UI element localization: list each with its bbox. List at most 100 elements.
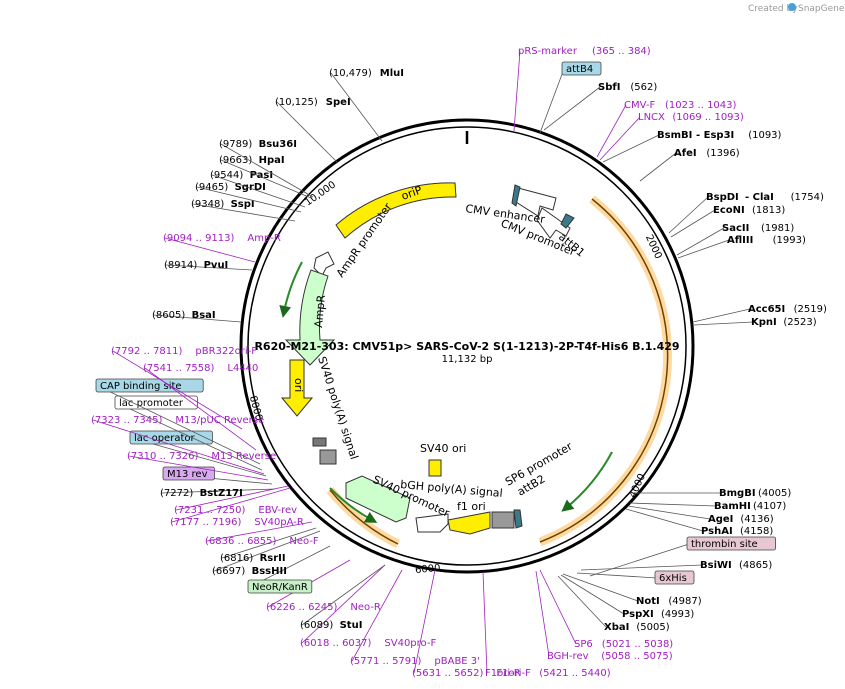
leader-line (677, 239, 730, 259)
site-name: SpeI (326, 97, 351, 108)
plasmid-size: 11,132 bp (442, 354, 493, 365)
site-name: Amp-R (247, 233, 281, 244)
leader-line (206, 521, 313, 542)
site-position: (4865) (739, 560, 772, 571)
site-position: (1396) (706, 148, 739, 159)
leader-line (676, 227, 725, 256)
site-lncx: LNCX(1069 .. 1093) (599, 112, 744, 161)
oriP-arrow (335, 182, 457, 239)
site-attb4: attB4 (539, 61, 602, 134)
label-f1-ori: f1 ori (457, 500, 486, 513)
sv40-polya-box (312, 437, 327, 447)
site-bsshii: (6697)BssHII (212, 530, 321, 577)
site-xbai: XbaI(5005) (557, 575, 670, 633)
leader-line (165, 264, 253, 271)
site-sv40pro-f: (6018 .. 6037)SV40pro-F (300, 564, 436, 649)
site-name: Bsu36I (259, 139, 297, 150)
site-position: (9663) (219, 155, 252, 166)
site-name: attB4 (566, 64, 593, 75)
leader-line (276, 101, 339, 164)
leader-line (580, 564, 703, 571)
site-position: (2519) (794, 304, 827, 315)
site-name: SbfI (598, 82, 620, 93)
site-position: (8605) (152, 310, 185, 321)
site-name: M13 rev (167, 469, 208, 480)
site-amp-r: (9094 .. 9113)Amp-R (163, 233, 281, 263)
leader-line (539, 68, 565, 134)
site-name: PasI (250, 170, 273, 181)
leader-line (693, 321, 754, 326)
site-position: (1093) (748, 130, 781, 141)
site-lac-promoter: lac promoter (114, 395, 263, 471)
site-position: (5771 .. 5791) (350, 656, 422, 667)
site-position: (7272) (160, 488, 193, 499)
site-name: HpaI (259, 155, 285, 166)
site-acc65i: Acc65I(2519) (692, 304, 827, 323)
site-position: (9465) (195, 182, 228, 193)
site-name-alt: - Esp3I (696, 130, 734, 141)
site-m13-rev: M13 rev (162, 466, 273, 485)
site-stui: (6089)StuI (300, 564, 386, 631)
leader-line (220, 143, 314, 198)
leader-line (639, 152, 677, 182)
site-name: SspI (231, 199, 255, 210)
leader-line (543, 86, 601, 131)
site-position: (7231 .. 7250) (174, 505, 246, 516)
site-lac-operator: lac operator (129, 430, 267, 477)
site-sacii: SacII(1981) (676, 223, 794, 256)
leader-line (171, 487, 291, 523)
site-position: (10,479) (329, 68, 372, 79)
site-name: AgeI (708, 514, 733, 525)
neo-line (329, 489, 399, 545)
site-name: pBABE 3' (434, 656, 480, 667)
leader-line (562, 573, 639, 602)
orf-arrow-ampr (279, 261, 303, 318)
brand-text: SnapGene (798, 4, 845, 14)
ampR-arrow (284, 269, 336, 366)
leader-line (220, 159, 312, 199)
site-name: thrombin site (691, 539, 758, 550)
site-bsiwi: BsiWI (4865) (580, 560, 772, 571)
site-position: (5058 .. 5075) (601, 651, 673, 662)
site-name: KpnI (751, 317, 777, 328)
leader-line (128, 455, 269, 481)
tick-label: 6000 (415, 563, 441, 576)
site-position: (2523) (783, 317, 816, 328)
leader-line (192, 203, 296, 222)
site-name: NotI (636, 596, 660, 607)
spike-orf-line (539, 198, 669, 543)
site-ebv-rev: (7231 .. 7250)EBV-rev (174, 485, 297, 516)
site-pasi: (9544)PasI (210, 170, 306, 208)
site-name: Neo-F (289, 536, 319, 547)
leader-line (602, 134, 660, 163)
site-position: (9348) (191, 199, 224, 210)
site-position: (9789) (219, 139, 252, 150)
leader-line (596, 104, 627, 158)
site-rsrii: (6816)RsrII (220, 527, 317, 564)
site-name: LNCX (638, 112, 665, 123)
site-box (162, 466, 215, 481)
site-name: Neo-R (350, 602, 381, 613)
site-name: lac promoter (119, 398, 184, 409)
leader-line (627, 505, 711, 520)
site-name-alt: - ClaI (745, 192, 774, 203)
label-ori: ori (292, 378, 305, 392)
site-name: BsiWI (700, 560, 732, 571)
sv40-polya-gray (319, 449, 337, 465)
label-ampR: AmpR (312, 294, 328, 328)
site-hpai: (9663) HpaI (219, 155, 312, 199)
orf-arrow-neo (329, 487, 378, 523)
backbone-ring (239, 118, 695, 574)
site-name: SacII (722, 223, 749, 234)
orf-arrow-right (561, 451, 613, 512)
site-bstz17i: (7272)BstZ17I (160, 488, 276, 499)
site-box (686, 536, 776, 551)
site-name: XbaI (604, 622, 629, 633)
site-name: EcoNI (713, 205, 745, 216)
site-name: CAP binding site (100, 381, 182, 392)
site-position: (365 .. 384) (592, 46, 651, 57)
attB1-marker (560, 213, 575, 229)
leader-line (116, 402, 263, 471)
leader-line (211, 174, 306, 208)
